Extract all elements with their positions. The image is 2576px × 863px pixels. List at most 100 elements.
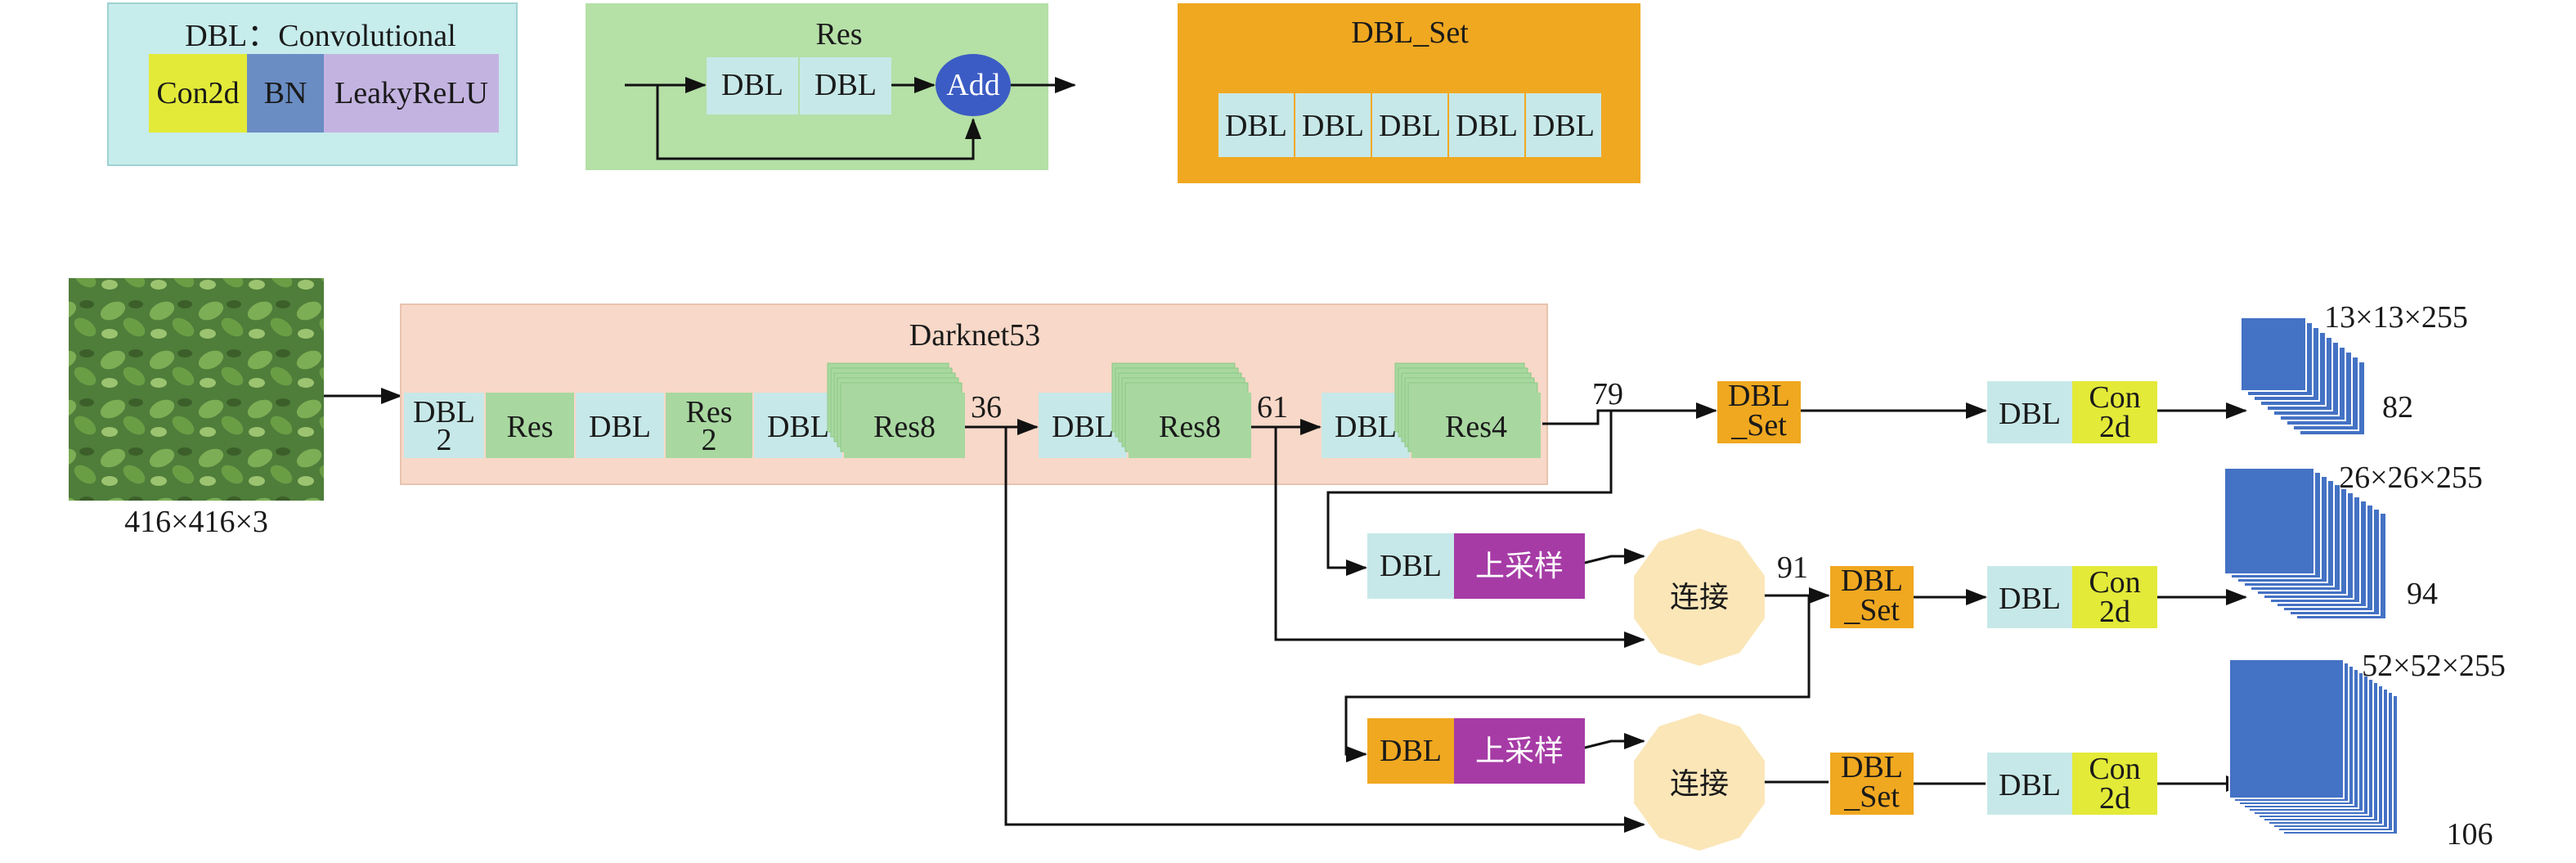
legend-leakyrelu-label: LeakyReLU — [334, 76, 488, 110]
backbone-block — [844, 393, 965, 458]
legend-dbl-set-block-label: DBL — [1533, 109, 1595, 143]
head-3-dbl-set — [1830, 753, 1914, 815]
legend-dbl-set-block — [1295, 93, 1371, 157]
svg-text:DBL: DBL — [1728, 379, 1790, 413]
upsample-2-dbl-label: DBL — [1380, 734, 1442, 768]
head-1-output-tensor — [2240, 317, 2366, 436]
legend-dbl-set-block-label: DBL — [1225, 109, 1287, 143]
legend-dbl-set-block — [1218, 93, 1294, 157]
legend-dbl: DBL：Convolutional Con2d BN LeakyReLU — [107, 2, 518, 166]
legend-dbl-set-title: DBL_Set — [1351, 16, 1469, 50]
backbone-block — [576, 393, 664, 458]
head-1-dbl — [1987, 381, 2072, 443]
backbone-block-label: Res8 — [1159, 410, 1221, 444]
backbone-block — [486, 393, 574, 458]
head-2-conv — [2072, 566, 2157, 628]
upsample-2-up-label: 上采样 — [1475, 735, 1564, 768]
input-image: 416×416×3 — [69, 278, 324, 539]
head-1-output-layer: 82 — [2382, 390, 2413, 425]
head-2: DBL _Set DBL Con 2d 26×26×255 94 — [1830, 461, 2483, 629]
head-1-dbl-set-l2: _Set — [1730, 408, 1787, 443]
svg-text:DBL: DBL — [1841, 564, 1903, 598]
upsample-1-up-label: 上采样 — [1475, 550, 1564, 583]
head-3-dbl — [1987, 753, 2072, 815]
darknet53-title: Darknet53 — [909, 318, 1040, 353]
output-tensor-slice — [2224, 467, 2315, 575]
legend-bn-box — [247, 54, 324, 133]
output-tensor-slice — [2228, 658, 2345, 799]
legend-dbl-set-block — [1526, 93, 1601, 157]
legend-add-label: Add — [946, 68, 999, 102]
legend-leakyrelu-box — [324, 54, 499, 133]
backbone-block — [666, 393, 752, 458]
tap-label-91: 91 — [1777, 551, 1808, 585]
legend-res: Res DBL DBL Add — [586, 3, 1076, 170]
output-tensor-slice — [2240, 317, 2307, 392]
head-1-dbl-set-l1: DBL — [1728, 379, 1790, 413]
backbone-block — [1411, 393, 1541, 458]
head-3-output-dims: 52×52×255 — [2362, 649, 2506, 683]
legend-dbl-set-block — [1372, 93, 1447, 157]
tap-label-36: 36 — [971, 390, 1002, 425]
legend-dbl-set-block-label: DBL — [1302, 109, 1364, 143]
head-1-dbl-set — [1717, 381, 1801, 443]
head-2-dbl — [1987, 566, 2072, 628]
concat-2-label: 连接 — [1670, 767, 1729, 801]
legend-conv2d-box — [149, 54, 247, 133]
legend-dbl-set-block — [1449, 93, 1524, 157]
upsample-2-up — [1454, 718, 1585, 784]
svg-text:_Set: _Set — [1843, 593, 1900, 627]
backbone-block-label: 2 — [702, 423, 717, 457]
connectors — [1004, 402, 2247, 833]
upsample-2-dbl — [1367, 718, 1454, 784]
svg-text:Con: Con — [2089, 380, 2140, 415]
legend-conv2d-label: Con2d — [156, 76, 239, 110]
concat-2: 连接 — [1634, 713, 1765, 851]
head-2-dbl-label: DBL — [1999, 582, 2061, 616]
backbone-block-label: Res8 — [873, 410, 936, 444]
head-2-output-layer: 94 — [2407, 577, 2438, 611]
svg-text:_Set: _Set — [1843, 780, 1900, 814]
legend-res-dbl-2 — [800, 57, 891, 115]
head-3-output-tensor — [2228, 658, 2399, 835]
head-3-output-layer: 106 — [2447, 817, 2493, 852]
head-1-output-dims: 13×13×255 — [2324, 300, 2468, 335]
upsample-1-up — [1454, 533, 1585, 599]
backbone-block-label: Res — [686, 395, 733, 429]
tap-label-61: 61 — [1257, 390, 1288, 425]
svg-text:Con: Con — [2089, 565, 2140, 600]
svg-text:2d: 2d — [2099, 410, 2130, 444]
svg-text:Con: Con — [2089, 752, 2140, 786]
backbone-block-label: Res — [507, 410, 554, 444]
backbone-block-label: DBL — [413, 395, 475, 429]
legend-dbl-set-block-label: DBL — [1456, 109, 1518, 143]
backbone-block-label: DBL — [767, 410, 829, 444]
legend-res-title: Res — [816, 17, 863, 52]
legend-add-node — [936, 54, 1011, 116]
upsample-1: DBL 上采样 — [1367, 533, 1585, 599]
concat-1-label: 连接 — [1670, 581, 1729, 614]
backbone-block — [404, 393, 484, 458]
upsample-2: DBL 上采样 — [1367, 718, 1585, 784]
tap-label-79: 79 — [1592, 377, 1623, 411]
svg-text:DBL: DBL — [1841, 750, 1903, 784]
backbone-block-label: 2 — [437, 423, 452, 457]
backbone-block-label: Res4 — [1445, 410, 1507, 444]
backbone-block-label: DBL — [589, 410, 651, 444]
svg-text:2d: 2d — [2099, 595, 2130, 629]
svg-text:_Set: _Set — [1730, 408, 1787, 443]
head-1: DBL _Set DBL Con 2d 13×13×255 82 — [1717, 300, 2468, 444]
upsample-1-dbl — [1367, 533, 1454, 599]
input-size-label: 416×416×3 — [124, 505, 268, 539]
legend-res-dbl-1-label: DBL — [721, 68, 783, 102]
upsample-1-dbl-label: DBL — [1380, 549, 1442, 583]
legend-res-dbl-2-label: DBL — [815, 68, 877, 102]
svg-text:2d: 2d — [2099, 781, 2130, 816]
head-2-dbl-set — [1830, 566, 1914, 628]
head-3-conv — [2072, 753, 2157, 815]
head-1-dbl-label: DBL — [1999, 397, 2061, 431]
concat-1: 连接 — [1634, 528, 1765, 666]
